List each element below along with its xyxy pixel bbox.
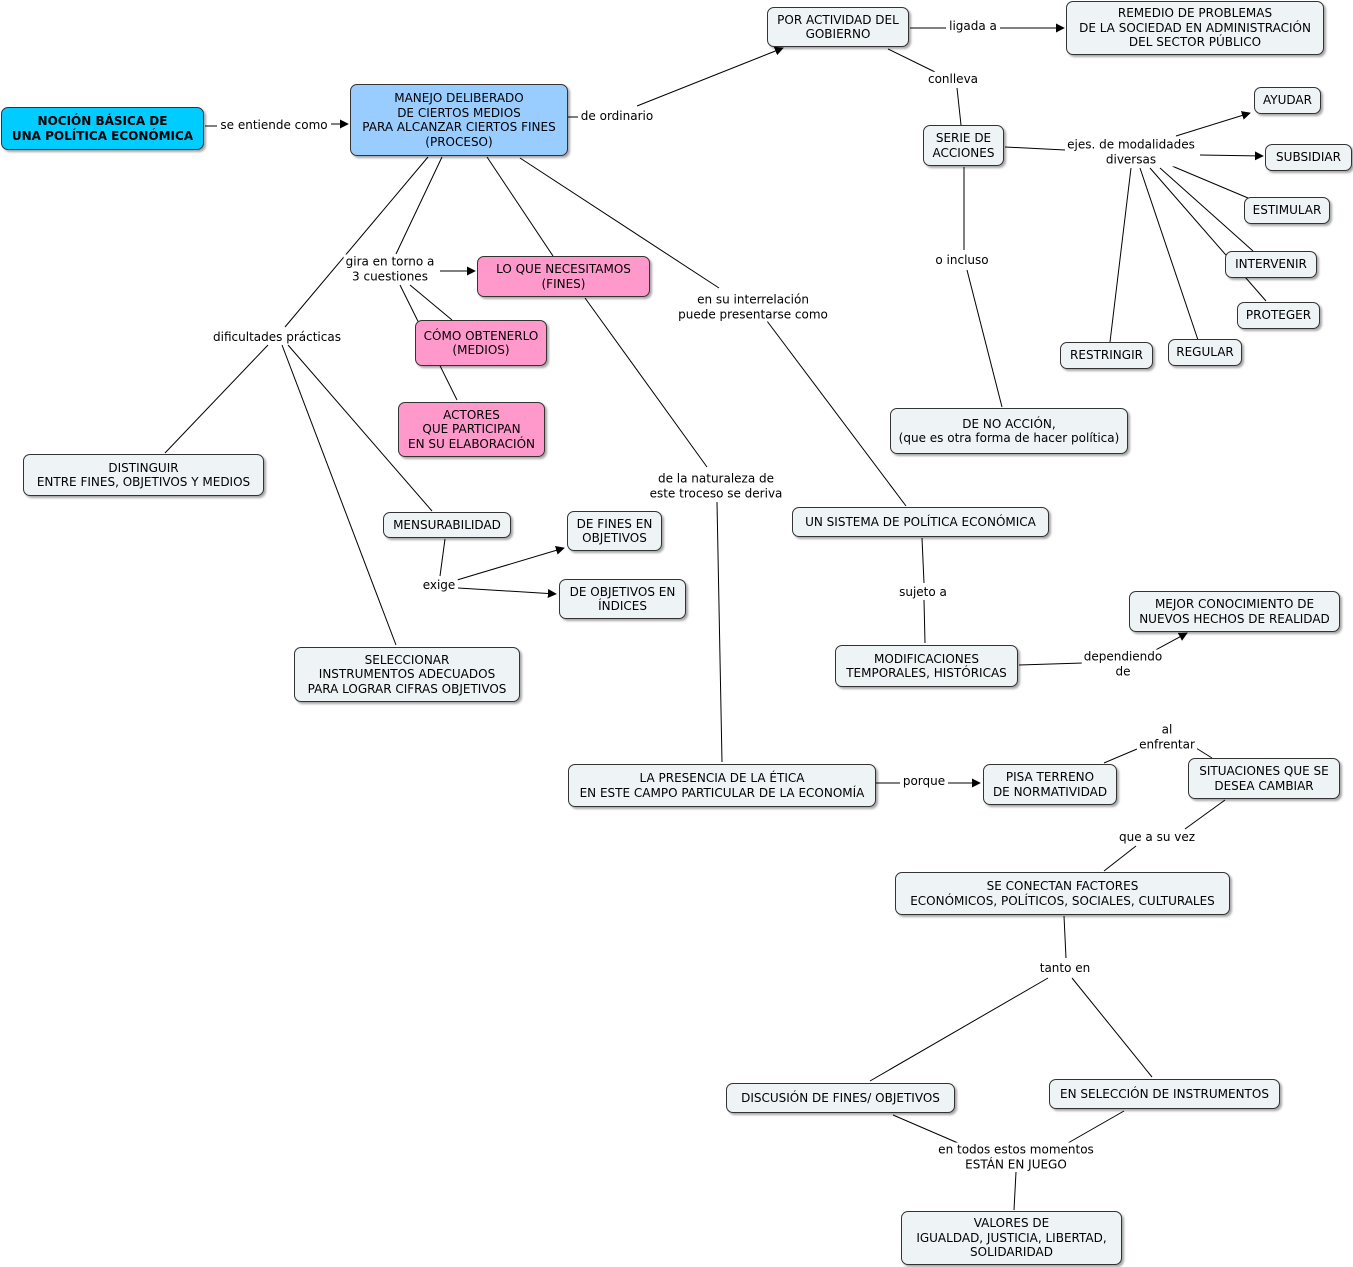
- link-en-todos-estos-momentos: en todos estos momentos ESTÁN EN JUEGO: [936, 1142, 1096, 1172]
- concept-sistema-politica-economica[interactable]: UN SISTEMA DE POLÍTICA ECONÓMICA: [792, 507, 1049, 537]
- concept-subsidiar[interactable]: SUBSIDIAR: [1265, 144, 1352, 171]
- link-tanto-en: tanto en: [1037, 960, 1093, 976]
- concept-como-obtenerlo[interactable]: CÓMO OBTENERLO (MEDIOS): [415, 320, 547, 366]
- concept-ayudar[interactable]: AYUDAR: [1254, 87, 1321, 114]
- concept-modificaciones[interactable]: MODIFICACIONES TEMPORALES, HISTÓRICAS: [835, 645, 1018, 687]
- concept-por-actividad-del-gobierno[interactable]: POR ACTIVIDAD DEL GOBIERNO: [767, 7, 909, 47]
- concept-discusion-fines[interactable]: DISCUSIÓN DE FINES/ OBJETIVOS: [726, 1083, 955, 1113]
- link-porque: porque: [900, 773, 948, 789]
- link-en-su-interrelacion: en su interrelación puede presentarse co…: [676, 292, 830, 322]
- link-dependiendo-de: dependiendo de: [1081, 649, 1165, 679]
- link-de-ordinario: de ordinario: [578, 108, 656, 124]
- concept-de-objetivos-en-indices[interactable]: DE OBJETIVOS EN ÍNDICES: [559, 579, 686, 619]
- concept-estimular[interactable]: ESTIMULAR: [1244, 197, 1330, 224]
- link-se-entiende-como: se entiende como: [218, 117, 330, 133]
- link-ligada-a: ligada a: [947, 18, 999, 34]
- link-gira-en-torno: gira en torno a 3 cuestiones: [343, 254, 437, 284]
- concept-serie-de-acciones[interactable]: SERIE DE ACCIONES: [923, 125, 1004, 166]
- link-conlleva: conlleva: [925, 71, 981, 87]
- concept-mensurabilidad[interactable]: MENSURABILIDAD: [383, 512, 511, 538]
- link-que-a-su-vez: que a su vez: [1116, 829, 1198, 845]
- concept-seleccion-instrumentos[interactable]: EN SELECCIÓN DE INSTRUMENTOS: [1049, 1079, 1280, 1109]
- concept-se-conectan-factores[interactable]: SE CONECTAN FACTORES ECONÓMICOS, POLÍTIC…: [895, 872, 1230, 915]
- link-exige: exige: [420, 577, 458, 593]
- link-o-incluso: o incluso: [933, 252, 991, 268]
- concept-pisa-terreno[interactable]: PISA TERRENO DE NORMATIVIDAD: [983, 764, 1117, 805]
- concept-presencia-de-la-etica[interactable]: LA PRESENCIA DE LA ÉTICA EN ESTE CAMPO P…: [568, 764, 876, 807]
- link-sujeto-a: sujeto a: [897, 584, 949, 600]
- concept-nocion-basica[interactable]: NOCIÓN BÁSICA DE UNA POLÍTICA ECONÓMICA: [1, 107, 204, 150]
- concept-intervenir[interactable]: INTERVENIR: [1225, 251, 1317, 278]
- link-de-la-naturaleza: de la naturaleza de este troceso se deri…: [647, 471, 785, 501]
- concept-de-no-accion[interactable]: DE NO ACCIÓN, (que es otra forma de hace…: [890, 408, 1128, 454]
- concept-remedio-de-problemas[interactable]: REMEDIO DE PROBLEMAS DE LA SOCIEDAD EN A…: [1066, 1, 1324, 55]
- link-dificultades-practicas: dificultades prácticas: [211, 329, 343, 345]
- concept-situaciones[interactable]: SITUACIONES QUE SE DESEA CAMBIAR: [1188, 758, 1340, 799]
- concept-restringir[interactable]: RESTRINGIR: [1060, 342, 1153, 369]
- concept-de-fines-en-objetivos[interactable]: DE FINES EN OBJETIVOS: [567, 511, 662, 551]
- concept-seleccionar-instrumentos[interactable]: SELECCIONAR INSTRUMENTOS ADECUADOS PARA …: [294, 647, 520, 702]
- concept-actores[interactable]: ACTORES QUE PARTICIPAN EN SU ELABORACIÓN: [398, 402, 545, 457]
- link-ejemplos-modalidades: ejes. de modalidades diversas: [1065, 137, 1197, 167]
- concept-manejo-deliberado[interactable]: MANEJO DELIBERADO DE CIERTOS MEDIOS PARA…: [350, 84, 568, 156]
- concept-distinguir[interactable]: DISTINGUIR ENTRE FINES, OBJETIVOS Y MEDI…: [23, 454, 264, 496]
- link-al-enfrentar: al enfrentar: [1137, 722, 1197, 752]
- concept-proteger[interactable]: PROTEGER: [1237, 302, 1320, 329]
- concept-mejor-conocimiento[interactable]: MEJOR CONOCIMIENTO DE NUEVOS HECHOS DE R…: [1129, 591, 1340, 632]
- concept-regular[interactable]: REGULAR: [1168, 339, 1242, 366]
- concept-lo-que-necesitamos[interactable]: LO QUE NECESITAMOS (FINES): [477, 256, 650, 297]
- concept-valores[interactable]: VALORES DE IGUALDAD, JUSTICIA, LIBERTAD,…: [901, 1211, 1122, 1265]
